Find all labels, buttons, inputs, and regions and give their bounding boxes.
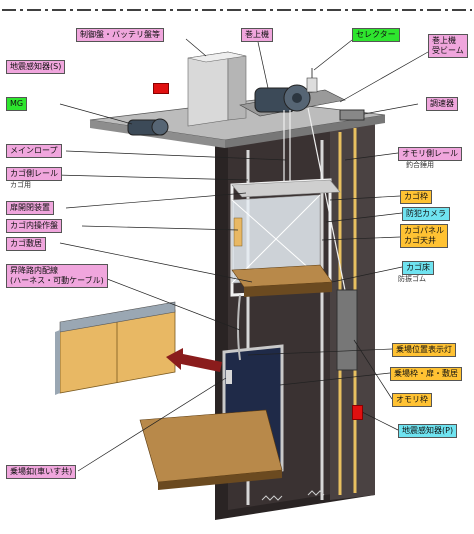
label-governor: 調速器 (426, 97, 458, 111)
label-selector: セレクター (352, 28, 400, 42)
seismic-sensor-s-icon (153, 83, 169, 94)
arrow-indicator (166, 348, 222, 372)
label-seismic-sensor-p: 地震感知器(P) (398, 424, 458, 438)
landing-button (226, 370, 232, 384)
label-landing-frame: 乗場枠・扉・敷居 (390, 367, 462, 381)
label-car-operating-panel: カゴ内操作盤 (6, 219, 62, 233)
label-control-panel: 制御盤・バッテリ盤等 (76, 28, 164, 42)
label-counterweight-frame: オモリ枠 (392, 393, 432, 407)
control-panel (187, 51, 229, 127)
label-security-camera: 防犯カメラ (402, 207, 450, 221)
label-traction-machine: 巻上機 (241, 28, 273, 42)
seismic-sensor-p-icon (352, 405, 363, 420)
slab-side-edge (225, 115, 385, 148)
governor (339, 109, 365, 121)
buffer-left (261, 495, 283, 501)
car-operating-panel (233, 217, 243, 247)
label-position-indicator: 乗場位置表示灯 (392, 343, 456, 357)
door-operator (231, 179, 341, 198)
traveling-cable (237, 294, 241, 361)
label-mg: MG (6, 97, 28, 111)
leader-lines (55, 38, 429, 472)
door-hanger (59, 301, 176, 333)
label-car-frame: カゴ枠 (400, 190, 432, 204)
label-car-rail: カゴ側レール (6, 167, 62, 181)
label-machine-beam: 巻上機 受ビーム (428, 34, 468, 58)
counterweight (336, 289, 358, 371)
label-car-sill: カゴ敷居 (6, 237, 46, 251)
label-counterweight-rail: オモリ側レール (398, 147, 462, 161)
selector-device (306, 77, 318, 93)
label-door-operator: 扉開閉装置 (6, 201, 54, 215)
label-car-panel-ceiling: カゴパネル カゴ天井 (400, 224, 448, 248)
label-hoistway-wiring: 昇降路内配線 (ハーネス・可動ケーブル) (6, 264, 108, 288)
label-seismic-sensor-s: 地震感知器(S) (6, 60, 66, 74)
label-counterweight-rail-sub: 釣合錘用 (406, 161, 434, 169)
label-landing-button: 乗場釦(車いす共) (6, 465, 77, 479)
label-main-rope: メインロープ (6, 144, 62, 158)
label-car-rail-sub: カゴ用 (10, 181, 31, 189)
label-car-floor-sub: 防振ゴム (398, 275, 426, 283)
buffer-right (307, 490, 325, 496)
landing-sill (139, 409, 283, 483)
label-car-floor: カゴ床 (402, 261, 434, 275)
